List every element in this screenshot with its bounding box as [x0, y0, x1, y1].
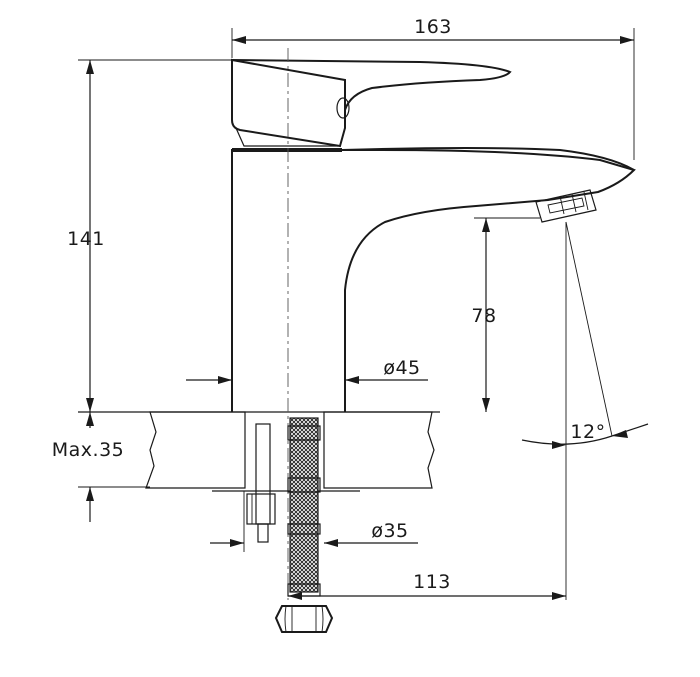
aerator-inner	[547, 197, 585, 214]
hose-body	[289, 417, 319, 593]
countertop-section	[78, 411, 440, 492]
aerator-ridge-1	[559, 195, 565, 215]
dimension-spout-reach: 113	[288, 571, 566, 600]
dimension-hole-diameter: ø35	[210, 491, 418, 552]
dimension-spout-height: 78	[471, 217, 540, 412]
countertop-hatch-left	[145, 411, 246, 489]
faucet-body	[231, 147, 636, 412]
dim-label-12deg: 12°	[570, 421, 605, 443]
aerator-ridge-2	[571, 193, 577, 213]
dimension-spout-angle: 12°	[521, 421, 649, 449]
dimension-body-diameter: ø45	[186, 357, 428, 384]
fixing-stud	[246, 423, 276, 543]
dim-label-o45: ø45	[383, 357, 420, 379]
cartridge-lower-rim	[235, 127, 338, 147]
flexible-hose	[274, 417, 334, 633]
spout-angle-line	[565, 221, 613, 437]
lever-pivot	[336, 97, 350, 119]
hose-ring-3	[287, 523, 321, 535]
dim-label-78: 78	[471, 305, 496, 327]
stud-nut	[246, 493, 276, 525]
cartridge-cap	[231, 58, 346, 148]
dim-label-141: 141	[67, 228, 105, 250]
faucet-handle	[231, 58, 512, 148]
lever	[231, 59, 512, 111]
body-outline	[231, 149, 636, 412]
dim-label-max35: Max.35	[52, 439, 125, 461]
dimension-max-thickness: Max.35	[52, 412, 125, 522]
hose-hex-nut	[274, 605, 334, 633]
dimension-overall-width: 163	[231, 16, 635, 160]
aerator-ridge-3	[583, 191, 589, 211]
dimension-overall-height: 141	[67, 59, 232, 412]
stud-upper	[255, 423, 271, 525]
hose-ring-2	[287, 477, 321, 493]
dim-label-o35: ø35	[371, 520, 408, 542]
countertop-hatch-right	[323, 411, 435, 489]
dim-label-113: 113	[413, 571, 451, 593]
stud-end	[257, 523, 269, 543]
spout-top	[341, 147, 635, 171]
dim-label-163: 163	[414, 16, 452, 38]
hose-ring-1	[287, 425, 321, 441]
